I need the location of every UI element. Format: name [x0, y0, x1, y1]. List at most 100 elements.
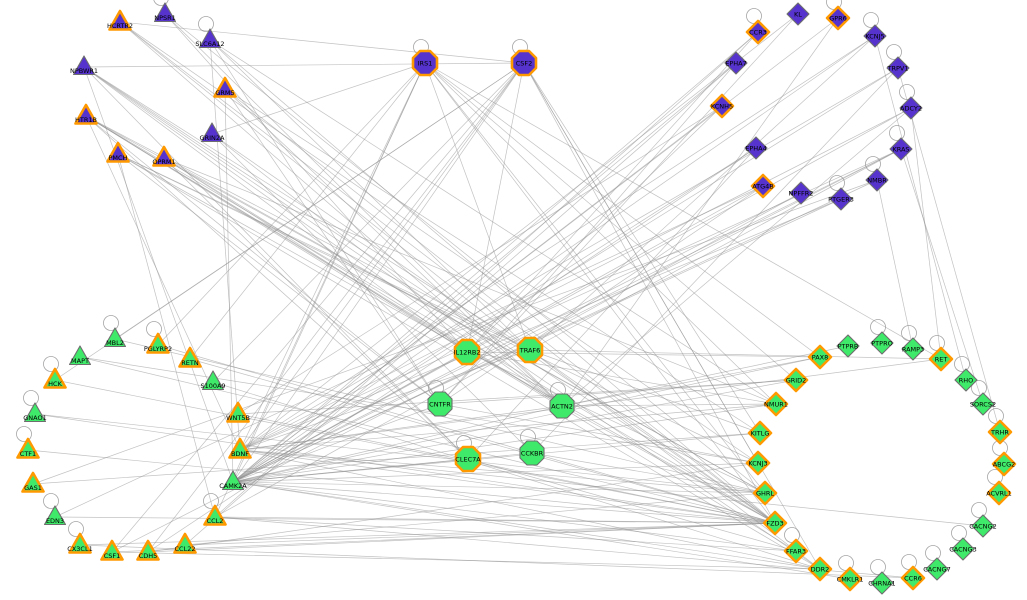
graph-node-ptger3[interactable]: PTGER3 — [829, 187, 853, 211]
graph-node-kl[interactable]: KL — [786, 2, 810, 26]
graph-node-ptpro[interactable]: PTPRO — [870, 331, 894, 355]
graph-node-ccr6[interactable]: CCR6 — [900, 565, 926, 591]
graph-node-grin2a[interactable]: GRIN2A — [200, 122, 224, 143]
graph-node-s100a9[interactable]: S100A9 — [201, 370, 225, 391]
graph-node-abcg2[interactable]: ABCG2 — [991, 451, 1017, 477]
graph-node-hck[interactable]: HCK — [43, 367, 67, 389]
graph-node-camk2a[interactable]: CAMK2A — [221, 470, 245, 491]
graph-node-cacng3[interactable]: CACNG3 — [951, 537, 975, 561]
graph-node-epha4[interactable]: EPHA4 — [744, 136, 768, 160]
graph-edge — [32, 179, 878, 485]
graph-node-ccr3[interactable]: CCR3 — [745, 19, 771, 45]
graph-node-npffr2[interactable]: NPFFR2 — [789, 181, 813, 205]
self-loop-edge — [16, 426, 32, 442]
graph-node-kitlg[interactable]: KITLG — [747, 420, 773, 446]
graph-edge — [111, 148, 902, 553]
graph-node-fzd3[interactable]: FZD3 — [762, 510, 788, 536]
graph-node-grid2[interactable]: GRID2 — [783, 367, 809, 393]
graph-node-kcnj5[interactable]: KCNJ5 — [863, 24, 887, 48]
graph-edge — [466, 105, 723, 353]
graph-node-cdh5[interactable]: CDH5 — [136, 539, 160, 561]
self-loop-edge — [971, 502, 987, 518]
graph-node-grm5[interactable]: GRM5 — [213, 76, 237, 98]
graph-node-cckbr[interactable]: CCKBR — [519, 440, 545, 466]
graph-node-adcy2[interactable]: ADCY2 — [899, 96, 923, 120]
graph-node-csf1[interactable]: CSF1 — [100, 539, 124, 561]
graph-node-traf6[interactable]: TRAF6 — [516, 336, 544, 364]
graph-node-irs1[interactable]: IRS1 — [411, 49, 439, 77]
graph-edge — [117, 153, 531, 351]
graph-node-ptprb[interactable]: PTPRB — [836, 334, 860, 358]
graph-edge — [232, 31, 759, 483]
graph-node-npsr1[interactable]: NPSR1 — [153, 2, 177, 23]
graph-edge — [209, 39, 777, 405]
graph-node-csf2[interactable]: CSF2 — [510, 49, 538, 77]
graph-node-ddr2[interactable]: DDR2 — [807, 556, 833, 582]
graph-node-trhr[interactable]: TRHR — [987, 419, 1013, 445]
graph-node-cmklr1[interactable]: CMKLR1 — [837, 566, 863, 592]
graph-edge — [209, 39, 531, 351]
graph-edge — [184, 62, 737, 546]
graph-node-ffar3[interactable]: FFAR3 — [783, 538, 809, 564]
graph-node-cacng2[interactable]: CACNG2 — [971, 514, 995, 538]
graph-node-trpv1[interactable]: TRPV1 — [886, 56, 910, 80]
graph-node-nmbr[interactable]: NMBR — [865, 168, 889, 192]
graph-edge — [439, 62, 737, 405]
graph-edge — [561, 405, 776, 524]
graph-node-sorcs2[interactable]: SORCS2 — [971, 392, 995, 416]
graph-edge — [239, 403, 777, 451]
graph-edge — [466, 62, 525, 353]
graph-node-mbl2[interactable]: MBL2 — [103, 327, 127, 348]
graph-edge — [529, 349, 776, 524]
graph-node-ctf1[interactable]: CTF1 — [16, 437, 40, 459]
graph-node-pax8[interactable]: PAX8 — [807, 344, 833, 370]
graph-node-kras[interactable]: KRAS — [889, 137, 913, 161]
graph-node-mapt[interactable]: MAPT — [68, 345, 92, 366]
self-loop-edge — [829, 175, 845, 191]
graph-node-retn[interactable]: RETN — [178, 346, 202, 368]
graph-edge — [117, 153, 759, 464]
graph-node-gpr6[interactable]: GPR6 — [825, 5, 851, 31]
graph-node-ccl22[interactable]: CCL22 — [173, 532, 197, 554]
graph-node-cx3cl1[interactable]: CX3CL1 — [68, 532, 92, 554]
graph-node-kcnh5[interactable]: KCNH5 — [709, 93, 735, 119]
graph-node-cacng7[interactable]: CACNG7 — [925, 557, 949, 581]
graph-node-bdnf[interactable]: BDNF — [228, 437, 252, 459]
graph-node-ccl2[interactable]: CCL2 — [203, 504, 227, 526]
self-loop-edge — [865, 156, 881, 172]
graph-node-acvrl1[interactable]: ACVRL1 — [986, 480, 1012, 506]
graph-node-nmur1[interactable]: NMUR1 — [763, 391, 789, 417]
graph-edge — [910, 107, 942, 360]
graph-node-ghrl[interactable]: GHRL — [752, 480, 778, 506]
graph-node-ret[interactable]: RET — [928, 346, 954, 372]
graph-node-edn3[interactable]: EDN3 — [43, 505, 67, 526]
graph-node-atg4b[interactable]: ATG4B — [750, 173, 776, 199]
graph-node-pglyrp2[interactable]: PGLYRP2 — [146, 332, 170, 354]
graph-node-epha7[interactable]: EPHA7 — [724, 51, 748, 75]
graph-node-hcrtr2[interactable]: HCRTR2 — [108, 9, 132, 31]
graph-edge — [163, 157, 777, 405]
graph-edge — [224, 88, 776, 524]
graph-node-chrna1[interactable]: CHRNA1 — [870, 571, 894, 595]
graph-node-rho[interactable]: RHO — [954, 368, 978, 392]
graph-edge — [239, 67, 899, 451]
graph-node-npbwr1[interactable]: NPBWR1 — [72, 55, 96, 76]
graph-node-ramp3[interactable]: RAMP3 — [901, 337, 925, 361]
graph-node-pmch[interactable]: PMCH — [106, 141, 130, 163]
graph-node-gnao1[interactable]: GNAO1 — [23, 402, 47, 423]
graph-node-wnt5b[interactable]: WNT5B — [226, 401, 250, 423]
graph-node-kcnj3[interactable]: KCNJ3 — [745, 450, 771, 476]
graph-node-il12rb2[interactable]: IL12RB2 — [453, 338, 481, 366]
graph-node-oprm1[interactable]: OPRM1 — [152, 145, 176, 167]
graph-node-actn2[interactable]: ACTN2 — [549, 393, 575, 419]
graph-edge — [85, 115, 241, 451]
graph-node-gas1[interactable]: GAS1 — [21, 471, 45, 493]
graph-node-slc6a12[interactable]: SLC6A12 — [198, 28, 222, 49]
graph-node-cntfr[interactable]: CNTFR — [427, 391, 453, 417]
graph-edge — [239, 449, 821, 570]
graph-node-clec7a[interactable]: CLEC7A — [454, 445, 482, 473]
graph-edge — [232, 481, 776, 524]
graph-node-htr1b[interactable]: HTR1B — [74, 103, 98, 125]
